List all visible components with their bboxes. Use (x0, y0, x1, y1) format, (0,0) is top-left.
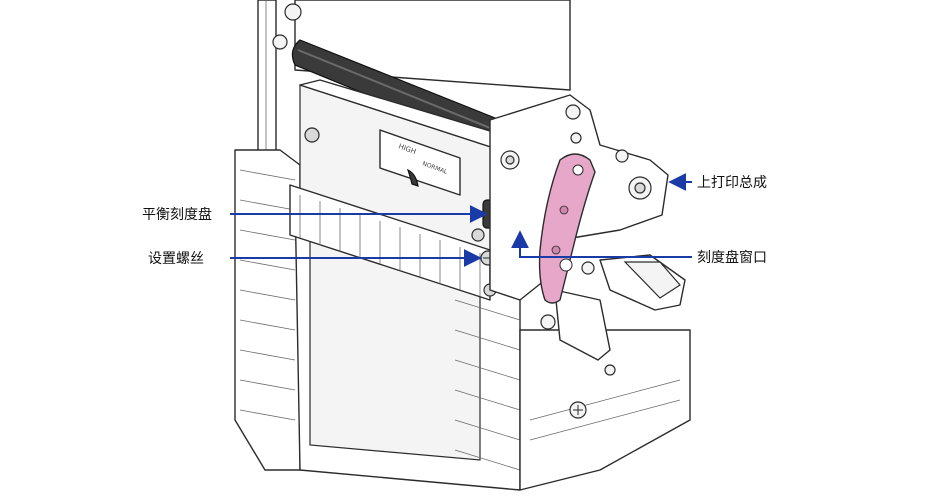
front-panel-ribs (454, 299, 521, 471)
label-set-screw: 设置螺丝 (148, 251, 204, 267)
printer-housing (234, 0, 691, 491)
callout-arrows (230, 173, 692, 267)
pink-lever (538, 153, 596, 304)
label-upper-print-assembly: 上打印总成 (697, 174, 767, 191)
label-balance-dial: 平衡刻度盘 (142, 206, 212, 223)
arrow-dial-window (511, 230, 692, 258)
label-dial-window: 刻度盘窗口 (697, 249, 767, 266)
side-panel-ribs (239, 169, 296, 421)
